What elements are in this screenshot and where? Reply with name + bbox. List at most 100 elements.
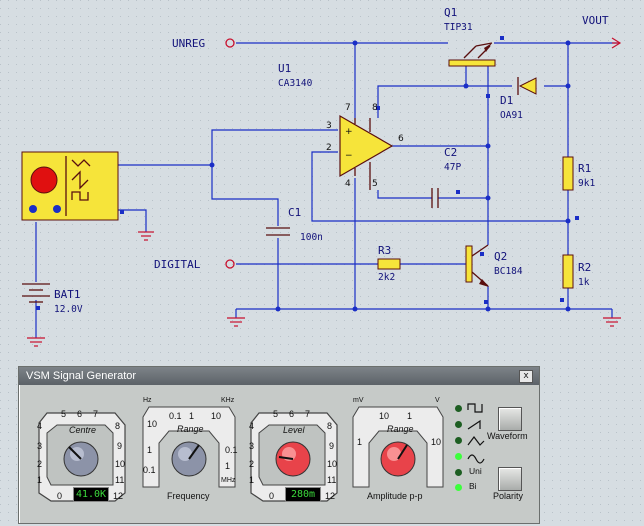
range-tick-1: 1 [147, 445, 153, 455]
r1-ref: R1 [578, 162, 591, 175]
level-label: Level [283, 425, 305, 435]
q2-value: BC184 [494, 266, 523, 277]
signal-generator-window[interactable]: VSM Signal Generator x Centre 5 6 7 8 9 … [18, 366, 540, 524]
polarity-button[interactable] [498, 467, 522, 491]
c1-value: 100n [300, 232, 323, 243]
schematic-labels: UNREG DIGITAL VOUT Q1 TIP31 U1 CA3140 D1… [54, 6, 609, 315]
range-tick-khz-1: 1 [189, 411, 195, 421]
amp-range-v-label: V [435, 397, 440, 404]
range-tick-mhz-1: 1 [225, 461, 231, 471]
r2-value: 1k [578, 277, 590, 288]
centre-tick-6: 6 [77, 409, 83, 419]
u1-value: CA3140 [278, 78, 313, 89]
centre-tick-2: 2 [37, 459, 43, 469]
opamp-pin-2: 2 [326, 143, 332, 153]
opamp-pin-8: 8 [372, 103, 378, 113]
frequency-section-label: Frequency [167, 491, 210, 501]
amp-range-mv-label: mV [353, 397, 364, 404]
capacitor-c1[interactable] [266, 227, 290, 236]
level-tick-12: 12 [325, 491, 336, 501]
range-tick-01: 0.1 [143, 465, 156, 475]
centre-tick-5: 5 [61, 409, 67, 419]
digital-label: DIGITAL [154, 258, 201, 271]
bat1-ref: BAT1 [54, 288, 81, 301]
transistor-q2[interactable] [465, 244, 489, 287]
capacitor-c2[interactable] [431, 188, 439, 208]
opamp-plus: + [345, 127, 353, 137]
q1-ref: Q1 [444, 6, 457, 19]
polarity-bi-label: Bi [469, 481, 477, 491]
level-tick-3: 3 [249, 441, 255, 451]
amp-range-dial-frame [352, 406, 444, 488]
opamp-u1[interactable] [339, 114, 394, 190]
centre-dial-panel[interactable]: Centre 5 6 7 8 9 10 11 12 4 3 2 1 0 41.0… [33, 407, 129, 505]
resistor-r3[interactable] [377, 258, 401, 270]
level-tick-1: 1 [249, 475, 255, 485]
opamp-pin-7: 7 [345, 103, 351, 113]
sawtooth-wave-icon [467, 419, 481, 430]
battery-bat1[interactable] [22, 283, 50, 303]
range-mhz-label: MHz [221, 477, 236, 484]
amplitude-range-panel[interactable]: mV V 10 1 1 10 Range Amplitude p-p [349, 397, 447, 505]
waveform-button-label: Waveform [487, 431, 528, 441]
led-triangle [455, 437, 462, 444]
level-tick-11: 11 [327, 475, 337, 485]
range-khz-label: KHz [221, 397, 235, 404]
amp-range-tick-v10: 10 [431, 437, 442, 447]
diode-d1[interactable] [517, 77, 537, 95]
resistor-r1[interactable] [562, 156, 574, 191]
d1-ref: D1 [500, 94, 513, 107]
range-tick-mhz-01: 0.1 [225, 445, 238, 455]
level-tick-6: 6 [289, 409, 295, 419]
opamp-minus: − [345, 151, 353, 161]
triangle-wave-icon [467, 436, 485, 446]
centre-tick-1: 1 [37, 475, 43, 485]
centre-tick-11: 11 [115, 475, 125, 485]
r3-ref: R3 [378, 244, 391, 257]
opamp-pin-5: 5 [372, 179, 378, 189]
signal-generator-symbol[interactable] [21, 151, 119, 221]
range-tick-khz-10: 10 [211, 411, 222, 421]
r1-value: 9k1 [578, 178, 595, 189]
centre-tick-10: 10 [115, 459, 126, 469]
amp-range-tick-1: 1 [357, 437, 363, 447]
centre-tick-4: 4 [37, 421, 43, 431]
polarity-button-label: Polarity [493, 491, 524, 501]
frequency-range-panel[interactable]: Hz KHz 10 1 0.1 0.1 1 10 0.1 1 MHz Range… [139, 397, 239, 505]
opamp-pin-3: 3 [326, 121, 332, 131]
level-dial-panel[interactable]: Level 5 6 7 8 9 10 11 12 4 3 2 1 0 280m [245, 407, 341, 505]
u1-ref: U1 [278, 62, 291, 75]
level-tick-10: 10 [327, 459, 338, 469]
level-tick-4: 4 [249, 421, 255, 431]
level-tick-7: 7 [305, 409, 311, 419]
centre-label: Centre [69, 425, 97, 435]
bat1-value: 12.0V [54, 304, 83, 315]
resistor-r2[interactable] [562, 254, 574, 289]
transistor-q1[interactable] [448, 42, 496, 67]
r3-value: 2k2 [378, 272, 395, 283]
amp-range-tick-v1: 1 [407, 411, 413, 421]
terminals[interactable] [225, 37, 622, 269]
centre-tick-0: 0 [57, 491, 63, 501]
waveform-button[interactable] [498, 407, 522, 431]
r2-ref: R2 [578, 261, 591, 274]
c2-ref: C2 [444, 146, 457, 159]
level-tick-0: 0 [269, 491, 275, 501]
centre-tick-9: 9 [117, 441, 123, 451]
amplitude-range-label: Range [387, 424, 414, 434]
c1-ref: C1 [288, 206, 301, 219]
centre-tick-8: 8 [115, 421, 121, 431]
level-tick-2: 2 [249, 459, 255, 469]
centre-dial-frame [38, 412, 126, 502]
close-button[interactable]: x [519, 370, 533, 383]
generator-titlebar[interactable]: VSM Signal Generator x [19, 367, 539, 385]
led-sine [455, 453, 462, 460]
amp-range-tick-10: 10 [379, 411, 390, 421]
range-tick-khz-01: 0.1 [169, 411, 182, 421]
level-dial-frame [250, 412, 338, 502]
amplitude-section-label: Amplitude p-p [367, 491, 423, 501]
unreg-label: UNREG [172, 37, 205, 50]
level-tick-5: 5 [273, 409, 279, 419]
frequency-range-label: Range [177, 424, 204, 434]
opamp-pin-6: 6 [398, 134, 404, 144]
